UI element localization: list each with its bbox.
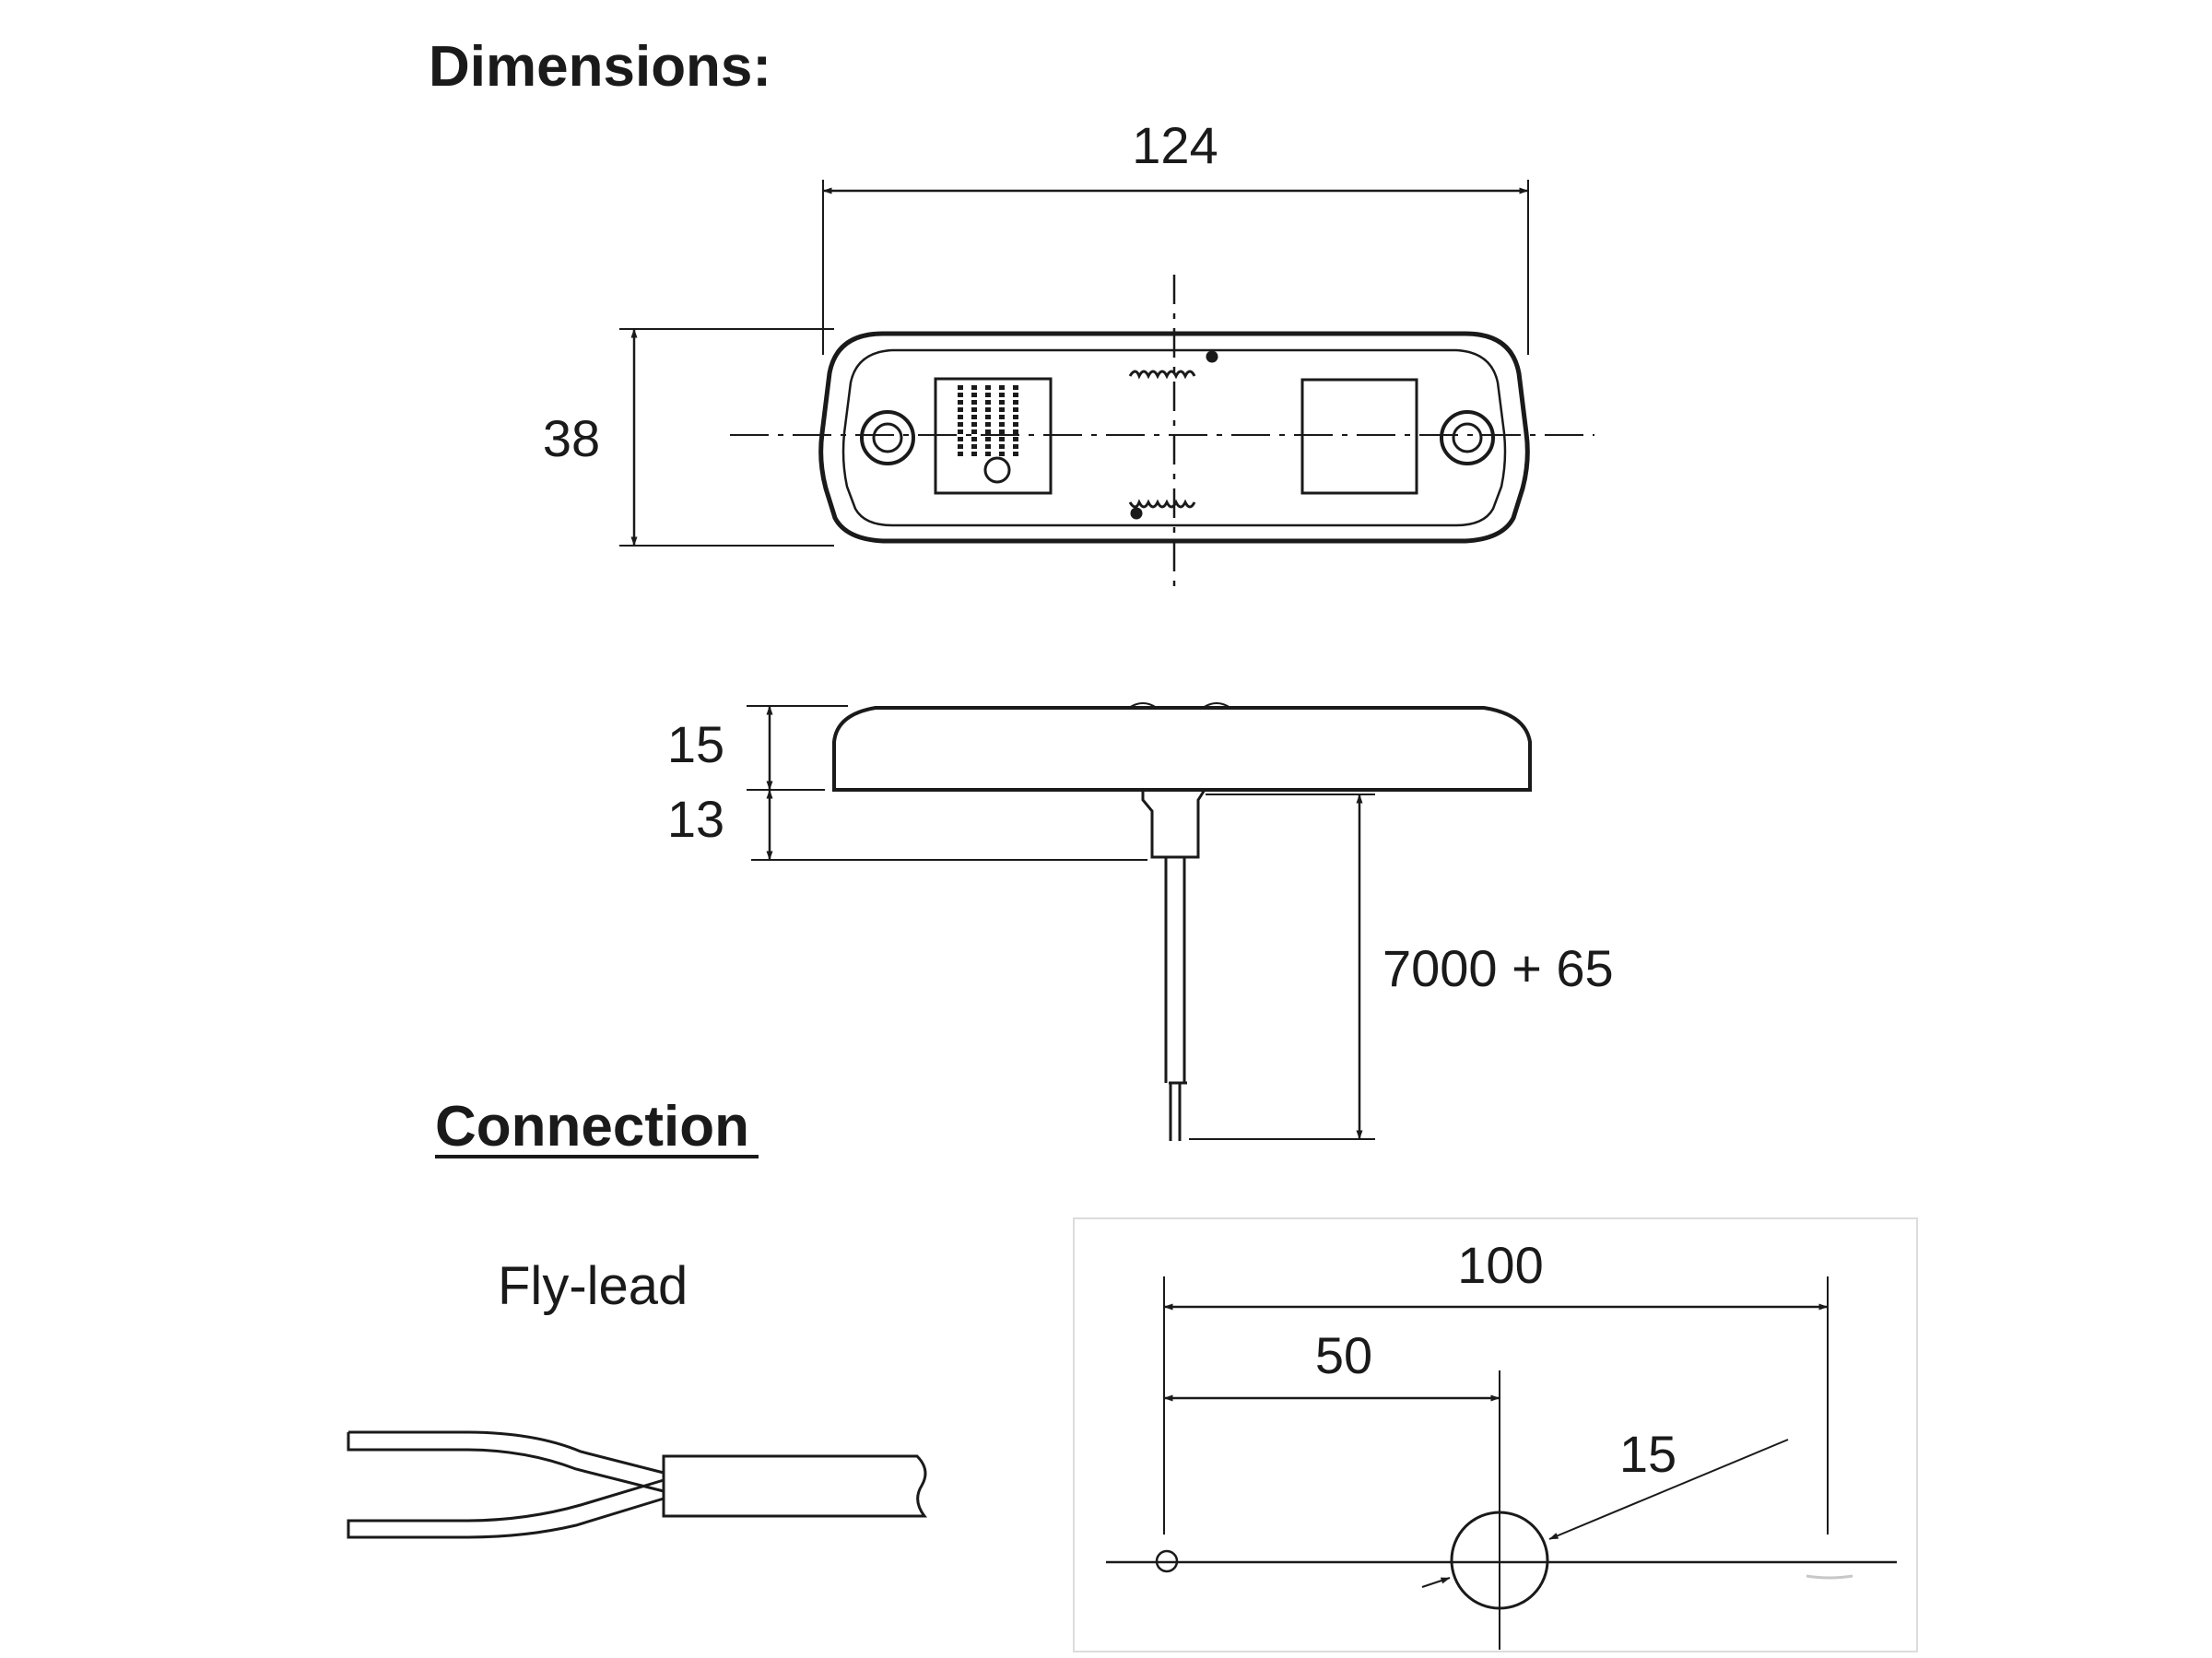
- left-mount-hole-outer: [860, 410, 915, 465]
- brand-logo-top: [1128, 350, 1218, 380]
- lamp-side-bumps: [1128, 702, 1231, 709]
- wire-upper: [347, 1430, 665, 1493]
- span-value: 100: [1457, 1236, 1543, 1294]
- fly-lead-label: Fly-lead: [498, 1256, 688, 1316]
- wire-lower: [347, 1478, 665, 1539]
- template-smudge: [1806, 1574, 1853, 1580]
- lens-window: [1300, 378, 1418, 495]
- cable-wire-ends: [1169, 1081, 1187, 1141]
- offset-value: 50: [1315, 1326, 1372, 1384]
- side-view: 15 13 7000 + 65: [667, 702, 1614, 1141]
- right-mount-hole-inner: [1452, 422, 1483, 453]
- approval-label-block: [934, 377, 1053, 495]
- top-view: 124 38: [543, 116, 1594, 590]
- hole-diameter-value: 15: [1619, 1425, 1677, 1483]
- fly-lead-illustration: [347, 1430, 928, 1539]
- mounting-template: 100 50 15: [1073, 1217, 1918, 1652]
- plug-height-value: 13: [667, 790, 724, 848]
- connector-plug: [1141, 789, 1206, 859]
- cable-hole: [1450, 1511, 1549, 1610]
- right-mount-hole-outer: [1440, 410, 1495, 465]
- reference-hole: [1155, 1549, 1179, 1573]
- cable-sheath: [662, 1454, 928, 1518]
- left-mount-hole-inner: [872, 422, 903, 453]
- lamp-outer-outline: [818, 331, 1530, 544]
- connection-heading: Connection: [435, 1095, 749, 1158]
- brand-logo-bottom: [1128, 499, 1196, 520]
- height-value: 38: [543, 409, 600, 467]
- template-frame: [1073, 1217, 1918, 1652]
- width-value: 124: [1132, 116, 1218, 174]
- lamp-side-body: [832, 706, 1532, 792]
- dimensions-heading: Dimensions:: [429, 35, 771, 99]
- body-height-value: 15: [667, 715, 724, 773]
- approval-marking-text: [958, 385, 1018, 456]
- hole-diameter-leader: [1548, 1439, 1789, 1540]
- lead-length-value: 7000 + 65: [1382, 939, 1614, 997]
- hole-diameter-arrow-lower: [1421, 1577, 1451, 1588]
- lamp-lens-outline: [841, 348, 1507, 527]
- e-mark-icon: [983, 456, 1011, 484]
